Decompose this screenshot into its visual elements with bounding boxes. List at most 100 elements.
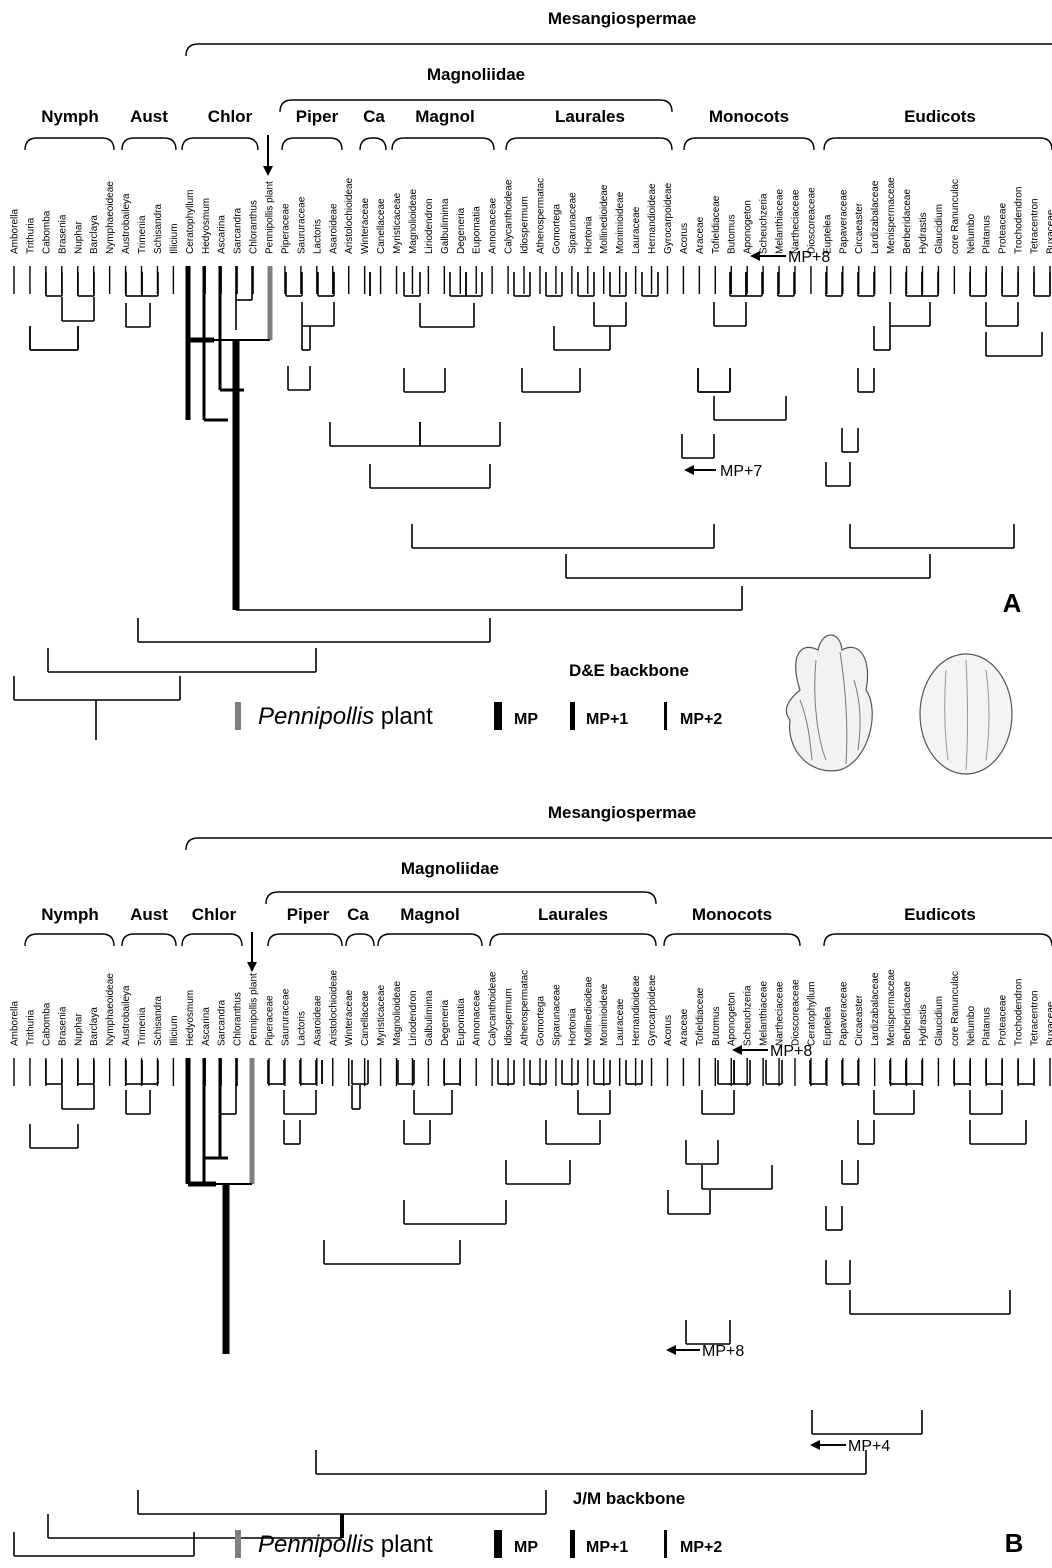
specimen-pollen-drawing: [919, 653, 1013, 775]
taxon-label: Siparunaceae: [567, 192, 578, 254]
taxon-label: Ascarina: [201, 1007, 212, 1046]
taxon-label: Schisandra: [153, 996, 164, 1046]
legend-mp-label: MP: [514, 711, 538, 728]
panel-letter: B: [1005, 1528, 1024, 1558]
taxon-label: Brasenia: [57, 1006, 68, 1046]
group-bracket: [391, 137, 495, 151]
taxon-label: Asaroideae: [312, 995, 323, 1046]
taxon-label: Gyrocarpoideae: [663, 182, 674, 254]
taxon-label: Schisandra: [153, 204, 164, 254]
legend-mp1-label: MP+1: [586, 1539, 628, 1556]
taxon-label: Papaveraceae: [838, 981, 849, 1046]
taxon-label: Mollinedioideae: [583, 976, 594, 1046]
taxon-label: Galbulimima: [440, 198, 451, 254]
group-label-nymph: Nymph: [41, 905, 99, 924]
taxon-label: Gomortega: [551, 204, 562, 254]
taxon-label: Tofieldiaceae: [711, 195, 722, 254]
specimen-flower-drawing: [785, 634, 873, 772]
taxon-label: Buxaceae: [1046, 209, 1052, 254]
taxon-label: Ascarina: [217, 215, 228, 254]
taxon-label: Pennipollis plant: [265, 181, 276, 254]
group-label-magnol: Magnol: [400, 905, 460, 924]
taxon-label: Magnolioideae: [392, 981, 403, 1046]
group-bracket: [267, 933, 343, 947]
taxon-label: Annonaceae: [488, 197, 499, 254]
taxon-label: Eupomatia: [472, 206, 483, 254]
taxon-label: Hortonia: [583, 216, 594, 254]
group-bracket: [823, 933, 1052, 947]
legend-mp2-label: MP+2: [680, 1539, 722, 1556]
taxon-label: core Ranunculac: [950, 971, 961, 1046]
group-bracket: [683, 137, 815, 151]
group-bracket: [359, 137, 387, 151]
taxon-label: Austrobaileya: [121, 193, 132, 254]
legend-mp1-label: MP+1: [586, 711, 628, 728]
taxon-label: Myristicaceae: [376, 984, 387, 1046]
group-label-ca: Ca: [347, 905, 369, 924]
taxon-label: Melanthiaceae: [759, 981, 770, 1046]
taxon-label: Trimenia: [137, 1007, 148, 1046]
group-label-chlor: Chlor: [208, 107, 253, 126]
legend-pennipollis-italic: Pennipollis: [258, 1531, 374, 1558]
taxon-label: Atherospermatac: [520, 970, 531, 1046]
taxon-label: Euptelea: [822, 214, 833, 254]
taxon-label: Monimioideae: [615, 191, 626, 254]
pennipollis-arrow-head: [263, 166, 273, 176]
taxon-label: Hydrastis: [918, 1004, 929, 1046]
taxon-label: Ceratophyllum: [806, 982, 817, 1046]
taxon-label: Calycanthoideae: [504, 179, 515, 254]
legend-mp2-swatch: [664, 1530, 667, 1558]
group-label-nymph: Nymph: [41, 107, 99, 126]
taxon-label: Butomus: [711, 1007, 722, 1046]
taxon-label: Berberidaceae: [902, 189, 913, 254]
legend-pennipollis-suffix: plant: [374, 1531, 433, 1558]
taxon-label: Hortonia: [567, 1008, 578, 1046]
group-bracket: [489, 933, 657, 947]
group-bracket: [121, 933, 177, 947]
group-bracket: [505, 137, 673, 151]
specimen-pollen-detail: [965, 659, 968, 771]
taxon-label: Scheuchzeria: [759, 193, 770, 254]
taxon-label: Degeneria: [440, 999, 451, 1046]
legend-pennipollis-swatch: [235, 1530, 241, 1558]
taxon-label: Platanus: [982, 215, 993, 254]
sub-clade-bracket: [279, 99, 673, 113]
taxon-label: Papaveraceae: [838, 189, 849, 254]
annotation-label: MP+8: [702, 1343, 744, 1360]
legend-pennipollis-label: Pennipollis plant: [258, 1531, 433, 1558]
taxon-label: Ceratophyllum: [185, 190, 196, 254]
group-bracket: [281, 137, 343, 151]
taxon-label: Barclaya: [89, 215, 100, 254]
taxon-label: Sarcandra: [217, 999, 228, 1046]
annotation-label: MP+8: [788, 249, 830, 266]
taxon-label: Aristolochioideae: [344, 177, 355, 254]
taxon-label: Nuphar: [73, 221, 84, 254]
taxon-label: Lactoris: [296, 1011, 307, 1046]
taxon-label: Amborella: [10, 1001, 21, 1046]
group-label-monocots: Monocots: [709, 107, 789, 126]
taxon-label: Calycanthoideae: [488, 971, 499, 1046]
taxon-label: Euptelea: [822, 1006, 833, 1046]
taxon-label: Nymphaeoideae: [105, 181, 116, 254]
taxon-label: Berberidaceae: [902, 981, 913, 1046]
taxon-label: Platanus: [982, 1007, 993, 1046]
specimen-flower-detail: [814, 659, 827, 761]
taxon-label: Proteaceae: [998, 994, 1009, 1046]
specimen-flower-detail: [839, 651, 848, 765]
taxon-label: Magnolioideae: [408, 189, 419, 254]
taxon-label: Aponogeton: [727, 992, 738, 1046]
annotation-arrow-head: [684, 465, 694, 475]
group-label-monocots: Monocots: [692, 905, 772, 924]
taxon-label: Mollinedioideae: [599, 184, 610, 254]
annotation-arrow-head: [750, 251, 760, 261]
taxon-label: Tetracentron: [1030, 198, 1041, 254]
super-clade-label: Mesangiospermae: [548, 9, 696, 28]
annotation-label: MP+4: [848, 1438, 890, 1455]
taxon-label: Aristolochioideae: [328, 969, 339, 1046]
annotation-label: MP+8: [770, 1043, 812, 1060]
group-label-chlor: Chlor: [192, 905, 237, 924]
taxon-label: Nymphaeoideae: [105, 973, 116, 1046]
